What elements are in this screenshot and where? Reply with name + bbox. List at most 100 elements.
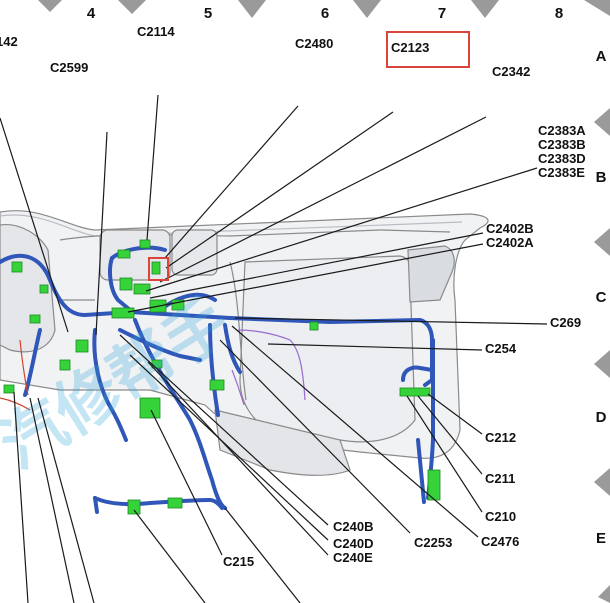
label-c2342: C2342 — [492, 64, 530, 79]
harness-main — [0, 253, 434, 387]
label-c211: C211 — [485, 471, 515, 486]
label-c2383e: C2383E — [538, 165, 585, 180]
label-c2123: C2123 — [391, 40, 429, 55]
leader-c240e — [147, 361, 329, 556]
side-marker — [594, 350, 610, 378]
harness-branch — [208, 323, 220, 417]
right-vent — [407, 245, 455, 303]
leader-c215 — [150, 409, 223, 556]
connector-block — [11, 261, 23, 273]
connector-block — [117, 249, 131, 259]
harness-lower — [93, 496, 224, 510]
leader-c2476 — [231, 325, 479, 538]
leader-c2402b — [149, 232, 484, 299]
lower-shelf — [214, 409, 351, 476]
column-label: 5 — [204, 5, 212, 22]
leader-c210 — [406, 395, 483, 513]
label-c142: 142 — [0, 34, 18, 49]
column-label: 8 — [555, 5, 563, 22]
label-c2402b: C2402B — [486, 221, 534, 236]
purple-wire — [237, 329, 306, 401]
leader-c2383 — [145, 167, 538, 292]
connector-block — [167, 497, 183, 509]
connector-block — [139, 239, 151, 249]
leader-bottom-5 — [224, 507, 301, 603]
top-marker — [118, 0, 146, 14]
leader-c254 — [267, 343, 483, 351]
glovebox-area — [239, 255, 416, 443]
harness-branch — [92, 328, 128, 442]
label-c240e: C240E — [333, 550, 373, 565]
leader-c240b — [119, 334, 329, 526]
row-label: D — [596, 409, 607, 426]
thin-wires — [0, 329, 306, 411]
red-wire — [19, 339, 29, 396]
row-label: A — [596, 48, 607, 65]
harness-lower — [93, 496, 99, 514]
connector-block — [399, 387, 431, 397]
column-labels: 4 5 6 7 8 — [87, 5, 563, 22]
connector-labels: 142 C2114 C2599 C2480 C2123 C2342 C2383A… — [0, 24, 586, 569]
leader-c2480 — [164, 105, 299, 259]
vent-center — [171, 229, 218, 276]
leader-bottom-4 — [133, 509, 206, 603]
label-c2383b: C2383B — [538, 137, 586, 152]
instrument-panel — [0, 210, 489, 476]
connector-block — [133, 283, 151, 295]
harness-mid — [118, 328, 202, 362]
leader-bottom-3 — [37, 397, 95, 603]
row-label: E — [596, 530, 606, 547]
column-label: 7 — [438, 5, 446, 22]
connector-block — [59, 359, 71, 371]
leader-bottom-2 — [29, 397, 75, 603]
top-marker — [471, 0, 499, 18]
c2123-connector-highlight — [148, 257, 169, 281]
connector-block — [39, 284, 49, 294]
column-label: 6 — [321, 5, 329, 22]
connector-block — [127, 499, 141, 515]
top-marker — [584, 0, 610, 16]
panel-top-edge — [0, 214, 463, 237]
row-label: B — [596, 169, 607, 186]
harness-right-drop — [416, 438, 426, 504]
top-marker — [238, 0, 266, 18]
label-c2476: C2476 — [481, 534, 519, 549]
leader-c2114 — [146, 94, 159, 241]
leader-lines — [0, 94, 548, 603]
top-marker — [38, 0, 62, 12]
purple-wire — [231, 369, 245, 406]
label-c215: C215 — [223, 554, 254, 569]
label-c2253: C2253 — [414, 535, 452, 550]
harness-branch — [110, 245, 167, 260]
leader-c2253 — [219, 339, 411, 534]
leader-c2123 — [165, 111, 394, 269]
label-c2402a: C2402A — [486, 235, 534, 250]
leader-c2402a — [127, 243, 484, 313]
label-c2114: C2114 — [137, 24, 175, 39]
label-c254: C254 — [485, 341, 517, 356]
connector-block — [209, 379, 225, 391]
harness-branch — [108, 256, 132, 312]
leader-c212 — [427, 393, 483, 435]
label-c2383a: C2383A — [538, 123, 586, 138]
highlight-boxes — [148, 31, 470, 281]
connector-block — [309, 321, 319, 331]
leader-c211 — [417, 395, 483, 475]
leader-c269 — [234, 317, 548, 325]
row-labels: A B C D E — [596, 48, 607, 547]
leader-c240d — [129, 354, 329, 541]
label-c2599: C2599 — [50, 60, 88, 75]
connector-block — [171, 299, 185, 311]
harness-branch — [23, 328, 42, 397]
side-marker — [594, 108, 610, 136]
label-c210: C210 — [485, 509, 516, 524]
label-c240d: C240D — [333, 536, 373, 551]
harness-right-branch — [401, 365, 434, 382]
connector-block — [3, 384, 15, 394]
leader-c2342 — [159, 116, 487, 283]
side-marker — [594, 468, 610, 496]
c2123-label-highlight — [386, 31, 470, 68]
label-c2480: C2480 — [295, 36, 333, 51]
side-marker — [594, 228, 610, 256]
label-c212: C212 — [485, 430, 516, 445]
